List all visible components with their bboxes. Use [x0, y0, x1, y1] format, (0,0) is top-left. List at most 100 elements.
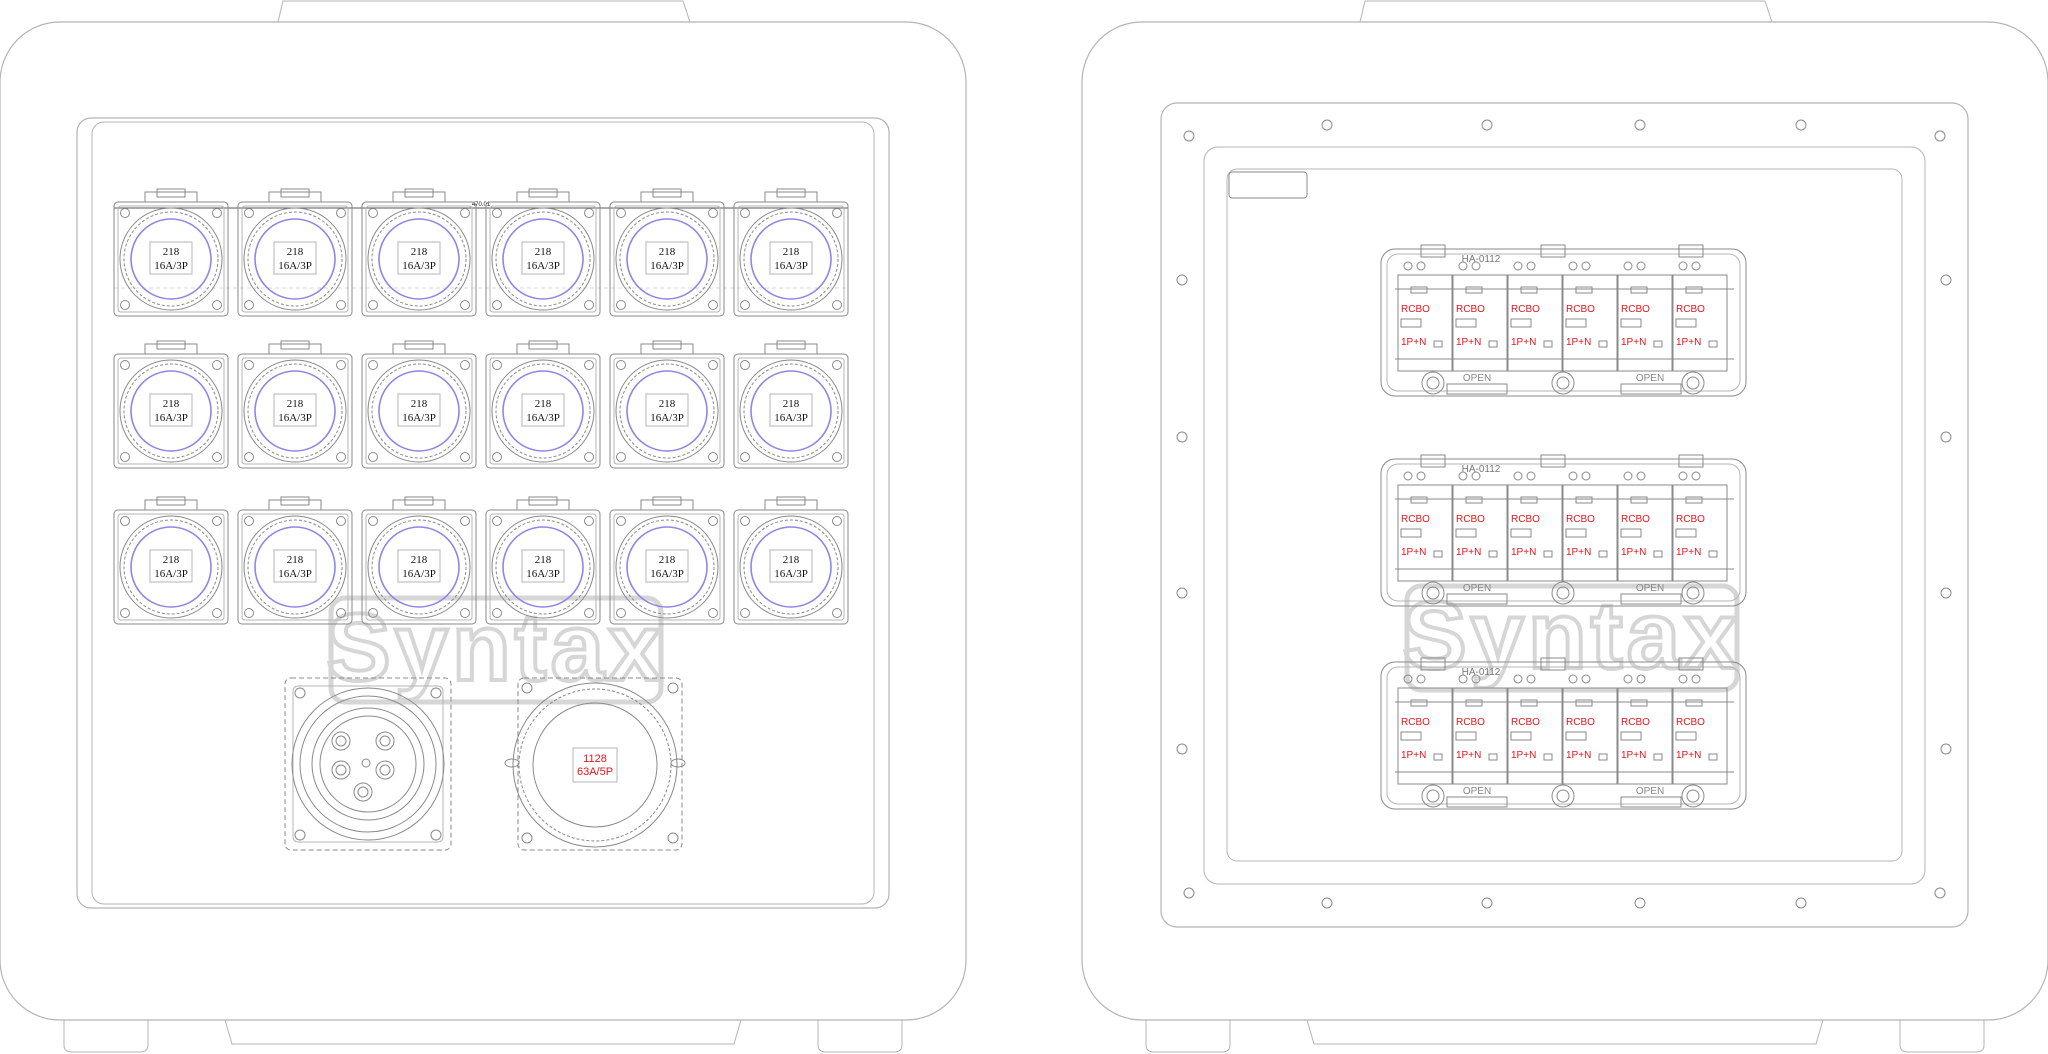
- inlet-housing: [291, 687, 445, 841]
- screw-hole: [460, 360, 470, 370]
- socket-label-rating: 16A/3P: [402, 260, 436, 272]
- lid-latch: [528, 340, 558, 350]
- bolt-hole: [1940, 274, 1952, 286]
- breaker-enclosure: HA-0112RCBO1P+NRCBO1P+NRCBO1P+NRCBO1P+NR…: [1380, 454, 1747, 607]
- bolt-hole: [1940, 587, 1952, 599]
- socket-label-model: 218: [411, 398, 428, 410]
- screw-hole: [616, 300, 626, 310]
- socket-flange-inner: [737, 513, 845, 621]
- screw-hole: [244, 208, 254, 218]
- cam-lock-core: [1686, 789, 1700, 803]
- socket-flange-inner: [365, 357, 473, 465]
- breaker-toggle: [1520, 699, 1538, 707]
- socket-grip: [247, 363, 343, 459]
- screw-hole: [212, 208, 222, 218]
- breaker-body: [1397, 687, 1453, 785]
- cam-lock: [1681, 581, 1705, 605]
- lid-latch: [156, 340, 186, 350]
- socket-face-ring: [378, 526, 460, 608]
- socket-flange-inner: [489, 205, 597, 313]
- back-mounting-plate: [1160, 102, 1969, 928]
- screw-hole: [832, 608, 842, 618]
- screw-hole: [616, 360, 626, 370]
- breaker-body: [1507, 274, 1563, 372]
- socket-flange-inner: [613, 357, 721, 465]
- socket-label-rating: 16A/3P: [278, 412, 312, 424]
- breaker-toggle: [1630, 286, 1648, 294]
- breaker-toggle: [1410, 699, 1428, 707]
- socket-label-plate: [397, 549, 441, 583]
- socket-housing: [615, 515, 719, 619]
- socket-label-rating: 16A/3P: [278, 568, 312, 580]
- dimension-text: 470.01: [472, 202, 491, 208]
- breaker-body: [1672, 484, 1728, 582]
- terminal-screw: [1458, 471, 1468, 481]
- socket-label-model: 218: [535, 246, 552, 258]
- terminal-screw: [1678, 674, 1688, 684]
- socket-face-ring: [254, 218, 336, 300]
- socket-face-ring: [626, 526, 708, 608]
- terminal-screw: [1416, 471, 1426, 481]
- socket-label-model: 218: [659, 246, 676, 258]
- socket-label-plate: [397, 241, 441, 275]
- screw-hole: [584, 208, 594, 218]
- bolt-hole: [1176, 743, 1188, 755]
- screw-hole: [832, 452, 842, 462]
- socket-face-ring: [254, 526, 336, 608]
- socket-grip: [123, 211, 219, 307]
- socket-flange: [733, 353, 849, 469]
- socket-label-plate: [521, 393, 565, 427]
- test-button: [1433, 753, 1443, 761]
- terminal-screw: [1636, 261, 1646, 271]
- terminal-screw: [1403, 674, 1413, 684]
- socket-flange: [237, 509, 353, 625]
- socket-label-rating: 16A/3P: [650, 568, 684, 580]
- terminal-screw: [1568, 261, 1578, 271]
- breaker-type-label: RCBO: [1456, 304, 1485, 315]
- breaker-poles-label: 1P+N: [1621, 750, 1646, 761]
- socket-housing: [615, 359, 719, 463]
- enclosure-hinge: [1540, 244, 1566, 258]
- breaker-type-label: RCBO: [1566, 717, 1595, 728]
- cam-lock: [1681, 784, 1705, 808]
- breaker-indicator: [1620, 528, 1642, 538]
- breaker-type-label: RCBO: [1566, 514, 1595, 525]
- back-cover-window: [1226, 168, 1903, 862]
- socket-label-rating: 16A/3P: [774, 412, 808, 424]
- socket-flange-inner: [737, 357, 845, 465]
- lid-latch: [156, 496, 186, 506]
- open-slider: [1446, 593, 1508, 605]
- breaker-enclosure-inner: [1386, 253, 1741, 392]
- socket-63a-grip: [518, 688, 672, 842]
- screw-hole: [120, 300, 130, 310]
- cam-lock-core: [1686, 376, 1700, 390]
- bolt-hole: [1176, 431, 1188, 443]
- socket-housing: [119, 515, 223, 619]
- socket-flange: [485, 353, 601, 469]
- socket-label-plate: [397, 393, 441, 427]
- lid-latch: [528, 188, 558, 198]
- open-label: OPEN: [1463, 373, 1491, 384]
- socket-label-plate: [645, 241, 689, 275]
- screw-hole: [460, 608, 470, 618]
- screw-hole: [368, 608, 378, 618]
- terminal-screw: [1403, 471, 1413, 481]
- bolt-hole: [1321, 897, 1333, 909]
- enclosure-hinge: [1420, 657, 1446, 671]
- bolt-hole: [1176, 274, 1188, 286]
- breaker-indicator: [1400, 731, 1422, 741]
- open-label: OPEN: [1636, 786, 1664, 797]
- socket-label-model: 218: [659, 398, 676, 410]
- socket-grip: [495, 363, 591, 459]
- screw-hole: [294, 687, 306, 699]
- breaker-poles-label: 1P+N: [1401, 547, 1426, 558]
- socket-flange: [361, 353, 477, 469]
- terminal-screw: [1581, 261, 1591, 271]
- breaker-indicator: [1455, 528, 1477, 538]
- socket-flange: [113, 509, 229, 625]
